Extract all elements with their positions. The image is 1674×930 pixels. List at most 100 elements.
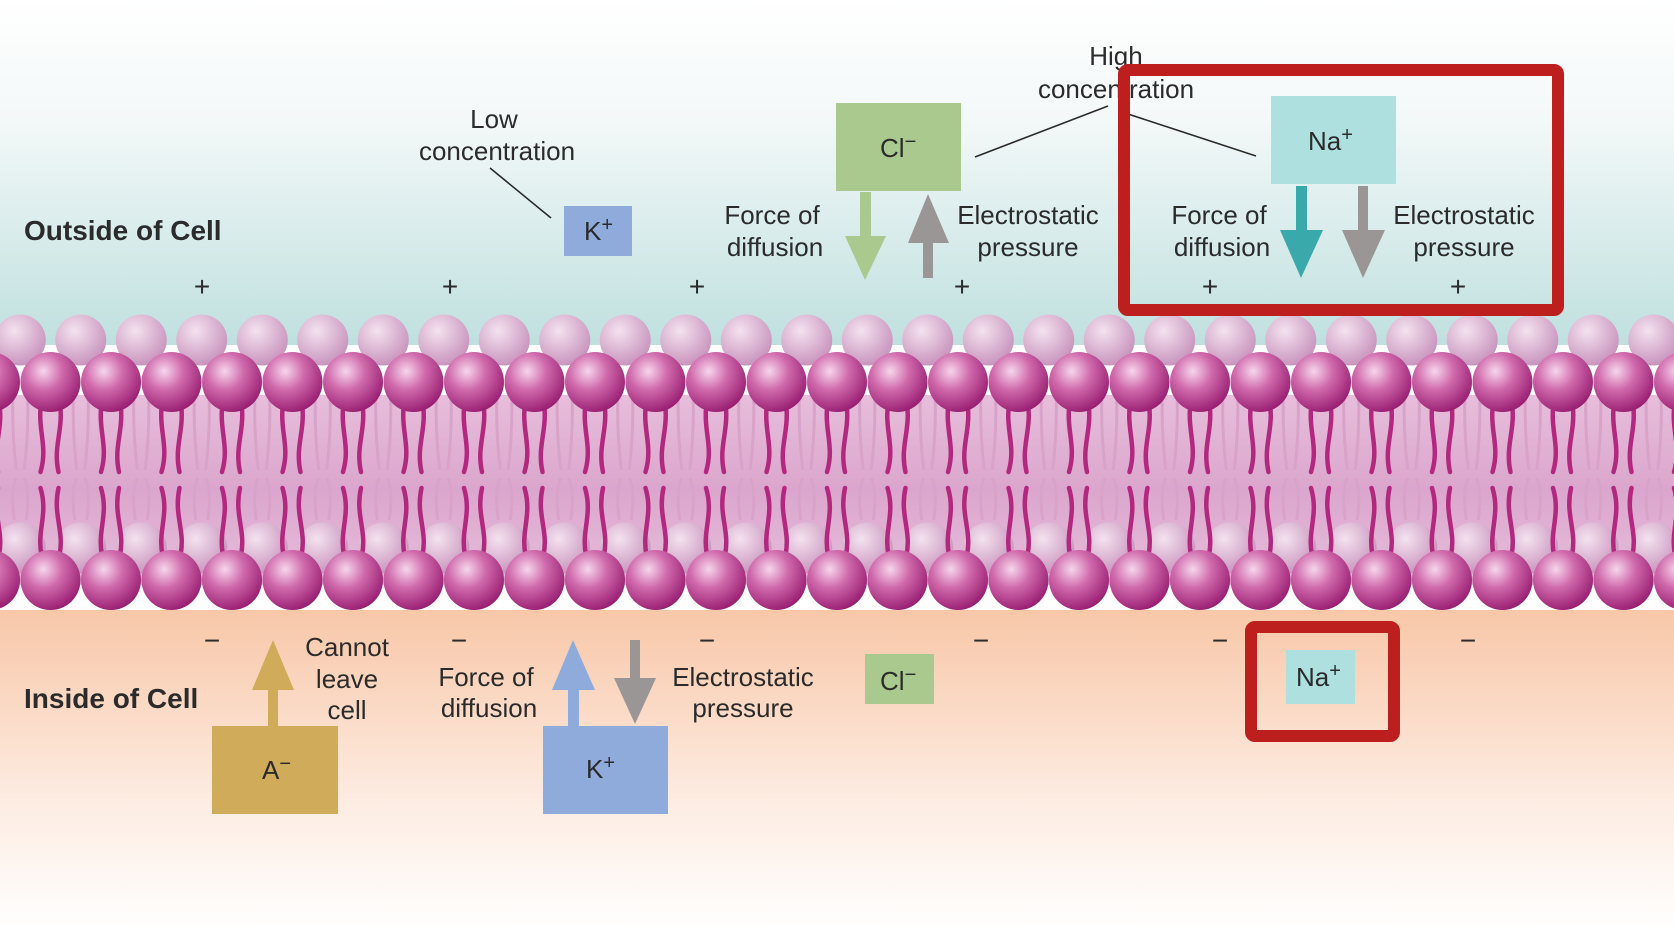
a-arrow: [252, 640, 294, 728]
lipid-head-back: [1083, 314, 1135, 366]
lipid-tail-back: [374, 367, 393, 521]
lipid-head: [1291, 352, 1351, 412]
cannot-leave-cell-label: leave: [316, 664, 378, 694]
na-outside-highlight-box: [1118, 64, 1564, 316]
lipid-head-back: [781, 314, 833, 366]
plus-sign: +: [442, 271, 458, 302]
lipid-head: [1049, 550, 1109, 610]
lipid-tail: [885, 485, 910, 558]
lipid-head: [383, 352, 444, 412]
lipid-bilayer: [0, 314, 1674, 610]
k-ion-inside-box: [543, 726, 668, 814]
lipid-head: [1593, 352, 1654, 412]
lipid-head: [262, 550, 323, 610]
lipid-head-back: [55, 314, 107, 366]
lipid-head: [1472, 352, 1533, 412]
lipid-head-back: [236, 314, 288, 366]
lipid-head: [1533, 550, 1593, 610]
lipid-head-back: [297, 314, 349, 366]
lipid-tail: [1369, 485, 1394, 558]
lipid-head: [1412, 352, 1472, 412]
lipid-head: [807, 550, 867, 610]
plus-sign: +: [954, 271, 970, 302]
na-ion-inside-label: Na+: [1296, 660, 1341, 692]
na-force-of-diffusion-label: Force of: [1171, 200, 1267, 230]
lipid-tail-back: [1523, 367, 1542, 521]
lipid-tail-back: [797, 367, 816, 521]
lipid-head-back: [1567, 314, 1619, 366]
lipid-tails: [0, 367, 1674, 558]
lipid-head: [0, 551, 20, 609]
k-electrostatic-pressure-label: Electrostatic: [672, 662, 814, 692]
cannot-leave-cell-label: cell: [327, 695, 366, 725]
cl-electrostatic-pressure-label: pressure: [977, 232, 1078, 262]
lipid-head: [686, 550, 746, 610]
lipid-tail: [643, 485, 668, 558]
lipid-head-back: [1386, 314, 1438, 366]
lipid-tail: [98, 485, 124, 558]
plus-sign: +: [1202, 271, 1218, 302]
na-ion-outside-label: Na+: [1308, 124, 1353, 156]
k-ion-inside-label: K+: [586, 752, 615, 784]
lipid-tail: [1187, 485, 1213, 558]
lipid-head-back: [357, 314, 409, 366]
lipid-tail-back: [434, 367, 453, 521]
lipid-head: [444, 352, 504, 412]
lipid-tail-back: [313, 367, 332, 521]
na-electrostatic-pressure-label: Electrostatic: [1393, 200, 1535, 230]
lipid-tail: [1429, 485, 1455, 558]
lipid-head: [504, 352, 565, 412]
lipid-head-back: [599, 314, 651, 366]
lipid-tail-back: [1100, 367, 1119, 521]
lipid-tail: [401, 485, 426, 558]
front-heads-bottom: [0, 550, 1674, 610]
lipid-head: [565, 352, 625, 412]
lipid-head: [746, 550, 807, 610]
lipid-head: [81, 550, 141, 610]
lipid-head: [1170, 550, 1230, 610]
lipid-head-back: [1023, 314, 1075, 366]
lipid-head: [262, 352, 323, 412]
lipid-tail: [764, 485, 789, 558]
lipid-head-back: [1265, 314, 1317, 366]
lipid-head-back: [418, 314, 470, 366]
lipid-head-back: [1446, 314, 1498, 366]
lipid-tail: [1611, 485, 1636, 558]
lipid-tail: [1550, 485, 1576, 558]
lipid-tail-back: [1281, 367, 1300, 521]
lipid-head: [625, 550, 686, 610]
lipid-head: [141, 550, 202, 610]
k-force-of-diffusion-label: diffusion: [441, 693, 537, 723]
back-heads-top: [0, 314, 1674, 366]
cl-electrostatic-pressure-label: Electrostatic: [957, 200, 1099, 230]
lipid-head: [383, 550, 444, 610]
low-concentration-label: concentration: [419, 136, 575, 166]
na-force-of-diffusion-label: diffusion: [1174, 232, 1270, 262]
k-diffusion-arrow: [552, 640, 595, 728]
cl-ion-outside-label: Cl−: [880, 131, 916, 163]
lipid-head: [807, 352, 867, 412]
lipid-tail: [159, 485, 184, 558]
lipid-head-back: [660, 314, 712, 366]
a-ion-box: [212, 726, 338, 814]
front-heads-top: [0, 352, 1674, 412]
lipid-head: [1230, 352, 1291, 412]
cl-ion-inside-label: Cl−: [880, 664, 916, 696]
minus-sign: −: [973, 625, 989, 656]
high-concentration-pointer: [974, 105, 1109, 158]
lipid-head: [1291, 550, 1351, 610]
lipid-tail: [340, 485, 366, 558]
lipid-tail-back: [1039, 367, 1058, 521]
plus-sign: +: [689, 271, 705, 302]
lipid-head: [202, 550, 262, 610]
high-concentration-pointer: [1127, 113, 1257, 157]
outside-charges: + + + + + +: [194, 271, 1466, 302]
lipid-head-back: [0, 314, 46, 366]
cannot-leave-cell-label: Cannot: [305, 632, 390, 662]
lipid-head: [1109, 550, 1170, 610]
plus-sign: +: [1450, 271, 1466, 302]
lipid-head: [928, 550, 988, 610]
lipid-head-back: [478, 314, 530, 366]
lipid-head: [1654, 551, 1674, 609]
